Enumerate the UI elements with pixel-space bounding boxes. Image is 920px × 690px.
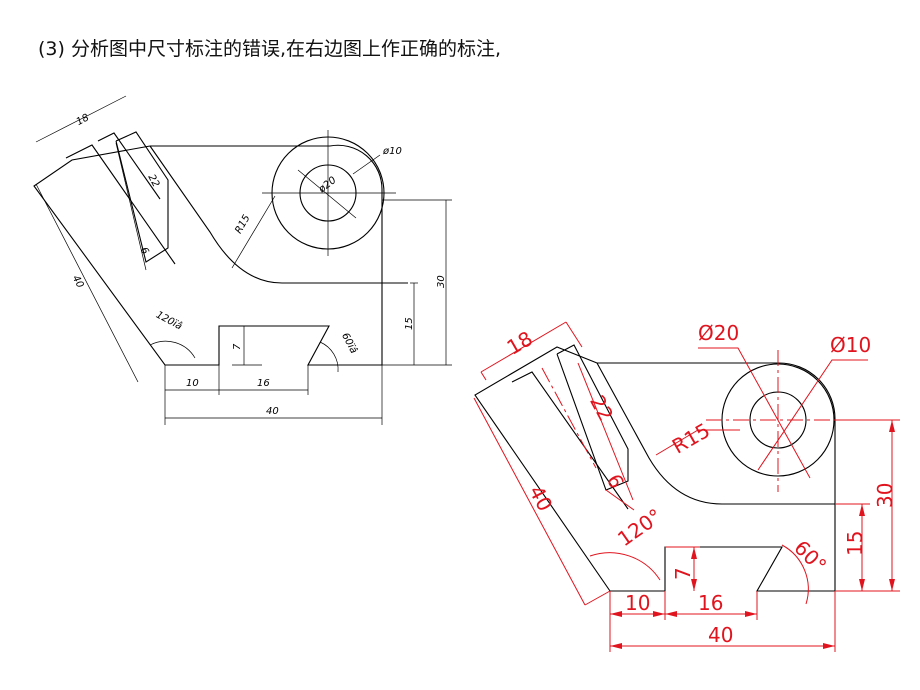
- left-dim-40-label: 40: [266, 406, 279, 417]
- left-top-arc: [329, 144, 383, 191]
- right-dim-40-label: 40: [708, 623, 733, 647]
- right-dim-30-label: 30: [873, 483, 897, 508]
- right-dim-d20-label: Ø20: [698, 321, 739, 345]
- right-angle-120-arc: [589, 552, 661, 581]
- right-dim-d10-label: Ø10: [830, 333, 871, 357]
- left-dim-22-label: 22: [145, 173, 161, 189]
- left-r15-leader: [231, 195, 276, 269]
- left-dim-d10-label: ø10: [382, 146, 402, 157]
- left-dim-6-label: 6: [138, 246, 151, 257]
- left-right-edge: [33, 145, 383, 366]
- right-inner-bend: [596, 362, 835, 505]
- left-dim-40-slant: [35, 183, 139, 383]
- right-dim-40-slant: [473, 397, 586, 606]
- right-angle-60-arc: [781, 544, 809, 605]
- problem-title: (3) 分析图中尺寸标注的错误,在右边图上作正确的标注,: [38, 38, 502, 60]
- right-d20-leader: [698, 347, 811, 479]
- right-ext-6: [605, 489, 635, 511]
- left-d20-leader: [297, 169, 357, 219]
- right-angle-120-label: 120°: [613, 504, 666, 551]
- right-ext-18-right: [565, 321, 583, 348]
- left-dim-40-slant-label: 40: [70, 274, 86, 290]
- right-angle-60-label: 60°: [789, 535, 831, 577]
- left-dim-7-label: 7: [232, 343, 243, 350]
- left-dim-18-line: [35, 95, 127, 143]
- left-dim-22-line: [115, 142, 147, 271]
- right-slot-2: [556, 344, 629, 491]
- right-arrow-16-left: [665, 611, 677, 617]
- right-slot-centerline: [541, 367, 597, 469]
- right-dim-18-line: [480, 321, 567, 373]
- left-slot-3: [115, 131, 169, 263]
- left-dim-30-label: 30: [436, 275, 447, 288]
- right-ext-18-left: [480, 371, 487, 381]
- right-top-arc: [778, 362, 836, 420]
- right-r15-leader: [655, 429, 740, 456]
- right-dim-18-label: 18: [503, 326, 537, 360]
- right-arrow-30-top: [889, 420, 895, 432]
- left-angle-60-label: 60ïâ: [339, 331, 360, 356]
- right-dim-16-label: 16: [698, 591, 723, 615]
- right-dim-15-label: 15: [843, 531, 867, 556]
- left-angle-120-label: 120ïâ: [154, 309, 184, 333]
- right-arrow-30-bottom: [889, 579, 895, 591]
- right-drawing: 18 22 6 40 Ø20 Ø10 R15 120° 60° 7 10 16 …: [473, 321, 900, 652]
- right-arrow-16-right: [745, 611, 757, 617]
- left-d10-leader: [352, 154, 381, 175]
- left-slot-2: [97, 132, 161, 200]
- left-dim-15-label: 15: [404, 317, 415, 330]
- left-slot-1: [65, 144, 176, 265]
- left-dim-10-label: 10: [186, 378, 199, 389]
- right-dim-40-slant-label: 40: [524, 481, 557, 515]
- right-outline: [474, 346, 836, 592]
- left-dim-16-label: 16: [257, 378, 270, 389]
- right-dim-7-label: 7: [671, 567, 695, 580]
- left-angle-120-arc: [149, 340, 196, 359]
- right-arrow-15-bottom: [859, 579, 865, 591]
- right-arrow-40-left: [610, 643, 622, 649]
- right-arrow-7-bottom: [691, 579, 697, 591]
- right-arrow-40-right: [823, 643, 835, 649]
- right-dim-r15-label: R15: [668, 418, 714, 458]
- right-arrow-10-right: [653, 611, 665, 617]
- left-angle-60-arc: [319, 341, 339, 373]
- right-d10-leader: [757, 359, 868, 471]
- left-dim-18-label: 18: [75, 112, 91, 128]
- right-ext-40-slant: [584, 590, 611, 606]
- left-lower-bend: [149, 145, 408, 284]
- right-arrow-10-left: [610, 611, 622, 617]
- right-arrow-15-top: [859, 504, 865, 516]
- left-drawing: 18 22 6 40 ø10 ø20 R15 120ïâ 60ïâ 7 10 1…: [33, 95, 452, 425]
- right-arrow-7-top: [691, 547, 697, 559]
- left-dim-r15-label: R15: [233, 213, 252, 236]
- right-dim-22-line: [577, 362, 634, 501]
- right-dim-10-label: 10: [625, 591, 650, 615]
